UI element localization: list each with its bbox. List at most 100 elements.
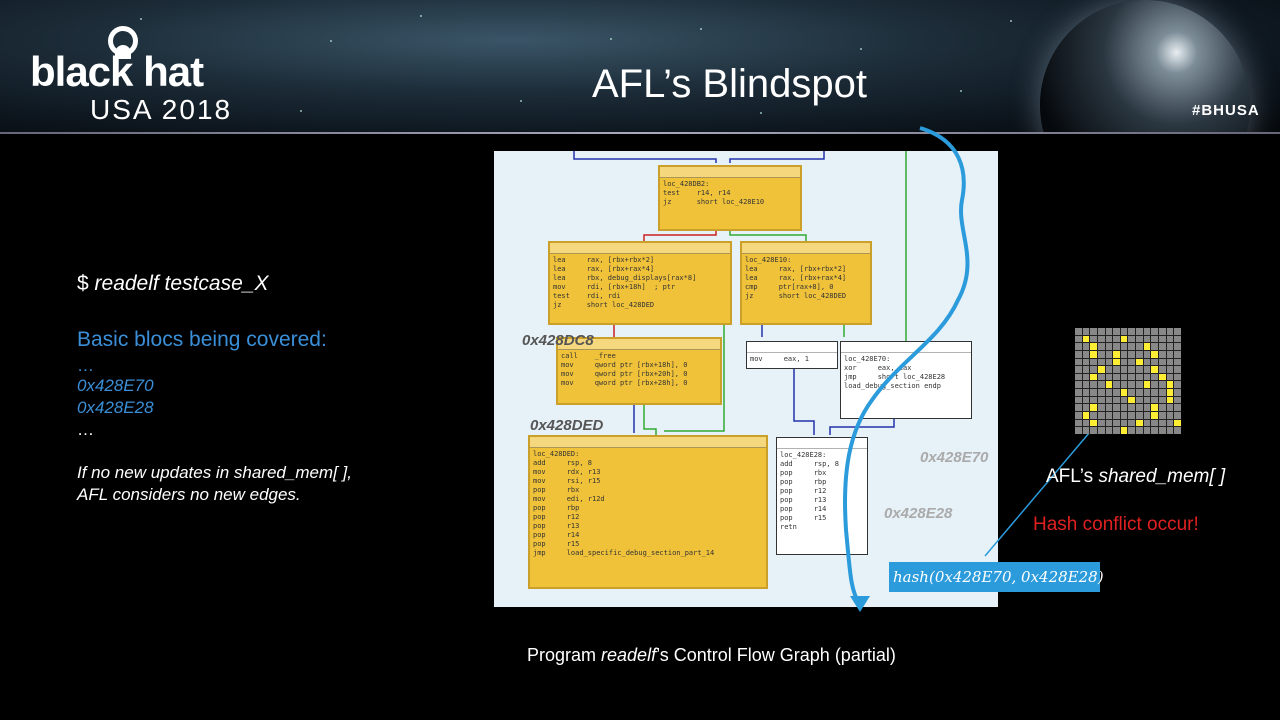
shared-mem-cell xyxy=(1151,381,1159,389)
hashtag: #BHUSA xyxy=(1192,102,1260,119)
hash-connector-line xyxy=(984,425,1096,557)
covered-heading: Basic blocs being covered: xyxy=(77,328,327,351)
shared-mem-cell xyxy=(1136,404,1143,412)
shared-mem-cell xyxy=(1120,350,1128,358)
shared-mem-cell xyxy=(1120,328,1128,335)
shared-mem-cell xyxy=(1159,350,1166,358)
shared-mem-cell xyxy=(1097,328,1105,335)
shared-mem-cell xyxy=(1120,343,1128,350)
shared-mem-cell xyxy=(1082,373,1090,381)
shared-mem-cell xyxy=(1075,389,1082,396)
shared-mem-cell xyxy=(1174,404,1181,412)
shared-mem-cell xyxy=(1075,381,1082,389)
hash-conflict-text: Hash conflict occur! xyxy=(1033,514,1199,535)
shared-mem-cell xyxy=(1174,412,1181,419)
shared-mem-cell xyxy=(1113,412,1120,419)
shared-mem-cell xyxy=(1136,343,1143,350)
node-code: mov eax, 1 xyxy=(750,355,810,363)
shared-mem-cell xyxy=(1166,419,1174,427)
shared-mem-cell xyxy=(1128,366,1136,373)
shared-mem-label: AFL’s shared_mem[ ] xyxy=(1046,466,1225,488)
shared-mem-cell xyxy=(1082,427,1090,434)
shared-mem-cell xyxy=(1105,412,1113,419)
control-flow-graph: loc_428DB2: test r14, r14 jz short loc_4… xyxy=(494,151,998,607)
shared-mem-cell xyxy=(1075,358,1082,366)
shared-mem-cell xyxy=(1166,335,1174,343)
shared-mem-cell xyxy=(1075,412,1082,419)
shared-mem-cell xyxy=(1120,412,1128,419)
shared-mem-cell xyxy=(1174,381,1181,389)
shared-mem-cell xyxy=(1174,396,1181,404)
node-titlebar xyxy=(841,342,971,353)
shared-mem-cell xyxy=(1159,366,1166,373)
shared-mem-cell xyxy=(1113,358,1120,366)
shared-mem-cell xyxy=(1075,343,1082,350)
blackhat-logo: black hat USA 2018 xyxy=(30,22,270,125)
shared-mem-cell xyxy=(1128,404,1136,412)
shared-mem-cell xyxy=(1151,328,1159,335)
shared-mem-cell xyxy=(1105,404,1113,412)
shared-mem-cell xyxy=(1097,335,1105,343)
shared-mem-cell xyxy=(1113,396,1120,404)
command-text: readelf testcase_X xyxy=(94,272,269,295)
shared-mem-cell xyxy=(1075,373,1082,381)
shared-mem-cell xyxy=(1143,350,1151,358)
shared-mem-cell xyxy=(1097,427,1105,434)
node-titlebar xyxy=(558,339,720,350)
shared-mem-cell xyxy=(1097,366,1105,373)
shared-mem-cell xyxy=(1075,427,1082,434)
logo-brand-text: black hat xyxy=(30,48,204,95)
shared-mem-cell xyxy=(1082,335,1090,343)
node-titlebar xyxy=(550,243,730,254)
shared-mem-cell xyxy=(1113,373,1120,381)
shared-mem-label-prefix: AFL’s xyxy=(1046,466,1099,487)
shared-mem-cell xyxy=(1090,389,1097,396)
shared-mem-cell xyxy=(1097,358,1105,366)
shared-mem-cell xyxy=(1174,358,1181,366)
shared-mem-cell xyxy=(1159,335,1166,343)
shared-mem-cell xyxy=(1097,350,1105,358)
shared-mem-cell xyxy=(1120,389,1128,396)
note-line-1: If no new updates in shared_mem[ ], xyxy=(77,463,352,482)
shared-mem-cell xyxy=(1128,343,1136,350)
shared-mem-cell xyxy=(1090,373,1097,381)
shared-mem-cell xyxy=(1113,427,1120,434)
shared-mem-cell xyxy=(1090,328,1097,335)
shared-mem-cell xyxy=(1097,396,1105,404)
shared-mem-cell xyxy=(1166,389,1174,396)
shared-mem-cell xyxy=(1174,350,1181,358)
shared-mem-cell xyxy=(1166,358,1174,366)
shared-mem-cell xyxy=(1174,373,1181,381)
shared-mem-cell xyxy=(1174,389,1181,396)
node-titlebar xyxy=(747,342,837,353)
shared-mem-cell xyxy=(1105,389,1113,396)
shared-mem-cell xyxy=(1113,350,1120,358)
shared-mem-cell xyxy=(1082,381,1090,389)
shared-mem-cell xyxy=(1174,419,1181,427)
node-code: loc_428DED: add rsp, 8 mov rdx, r13 mov … xyxy=(533,450,715,557)
shared-mem-cell xyxy=(1082,343,1090,350)
shared-mem-cell xyxy=(1151,419,1159,427)
shared-mem-cell xyxy=(1128,419,1136,427)
shared-mem-cell xyxy=(1136,358,1143,366)
shared-mem-cell xyxy=(1082,358,1090,366)
shared-mem-cell xyxy=(1090,366,1097,373)
shared-mem-cell xyxy=(1128,412,1136,419)
shared-mem-cell xyxy=(1151,427,1159,434)
shared-mem-cell xyxy=(1082,412,1090,419)
cfg-node-428E28: loc_428E28: add rsp, 8 pop rbx pop rbp p… xyxy=(776,437,868,555)
shared-mem-cell xyxy=(1143,404,1151,412)
shared-mem-cell xyxy=(1159,419,1166,427)
node-titlebar xyxy=(530,437,766,448)
shared-mem-cell xyxy=(1151,350,1159,358)
node-code: loc_428DB2: test r14, r14 jz short loc_4… xyxy=(663,180,765,206)
shared-mem-cell xyxy=(1143,366,1151,373)
shared-mem-cell xyxy=(1166,404,1174,412)
shared-mem-cell xyxy=(1159,373,1166,381)
shared-mem-cell xyxy=(1166,366,1174,373)
shared-mem-cell xyxy=(1166,427,1174,434)
command-line: $ readelf testcase_X xyxy=(77,272,268,296)
logo-hat-icon xyxy=(108,26,138,59)
cfg-node-428DC8: call _free mov qword ptr [rbx+18h], 0 mo… xyxy=(556,337,722,405)
shared-mem-cell xyxy=(1090,396,1097,404)
